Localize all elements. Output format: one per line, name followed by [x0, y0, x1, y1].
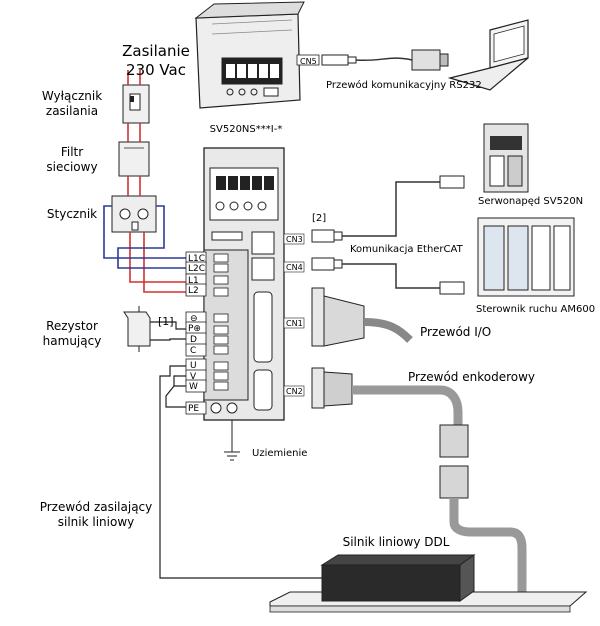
motion-controller-image	[477, 217, 575, 297]
encoder-cable-label: Przewód enkoderowy	[408, 370, 535, 384]
servo-label: Serwonapęd SV520N	[478, 196, 583, 207]
cn5-rs232-cable	[296, 49, 449, 71]
cn3-label: CN3	[286, 235, 303, 244]
laptop	[447, 19, 529, 91]
power-title-2: 230 Vac	[126, 61, 186, 79]
control-wires-blue	[103, 205, 186, 269]
cn2-label: CN2	[286, 387, 303, 396]
motor-label: Silnik liniowy DDL	[343, 535, 450, 549]
filter-label-1: Filtr	[61, 145, 83, 159]
line-filter	[118, 141, 150, 177]
terminal-p: P⊕	[188, 324, 201, 334]
motor-cable-label-2: silnik liniowy	[58, 515, 135, 529]
terminal-minus: ⊖	[190, 314, 198, 324]
servo-drive-image	[483, 123, 529, 193]
terminal-l2c: L2C	[188, 264, 205, 274]
breaker-label-2: zasilania	[46, 104, 98, 118]
contactor-label: Stycznik	[47, 207, 97, 221]
terminal-c: C	[190, 346, 196, 356]
terminal-boxes	[185, 251, 207, 415]
io-cable-label: Przewód I/O	[420, 325, 491, 339]
power-title-1: Zasilanie	[122, 42, 190, 60]
terminal-d: D	[190, 335, 197, 345]
cn4-label: CN4	[286, 263, 303, 272]
top-drive-unit	[194, 1, 305, 109]
ethercat-label: Komunikacja EtherCAT	[350, 244, 464, 255]
note-1: [1]	[158, 315, 174, 328]
terminal-w: W	[189, 382, 198, 392]
resistor-label-2: hamujący	[43, 334, 102, 348]
terminal-l1: L1	[188, 276, 199, 286]
grounding-label: Uziemienie	[252, 448, 307, 459]
terminal-v: V	[190, 372, 197, 382]
controller-label: Sterownik ruchu AM600	[476, 304, 595, 315]
resistor-label-1: Rezystor	[46, 319, 98, 333]
motor-power-cable	[159, 365, 322, 579]
cn1-label: CN1	[286, 319, 303, 328]
contactor-device	[111, 195, 157, 233]
terminal-pe: PE	[188, 404, 199, 414]
terminal-l1c: L1C	[188, 254, 205, 264]
ethercat-cables	[311, 175, 465, 295]
drive-model-label: SV520NS***I-*	[210, 124, 283, 135]
braking-resistor	[123, 306, 186, 352]
motor-cable-label-1: Przewód zasilający	[40, 500, 153, 514]
main-drive	[203, 147, 285, 421]
encoder-cable	[311, 367, 527, 600]
terminal-l2: L2	[188, 286, 199, 296]
note-2: [2]	[312, 213, 326, 224]
breaker	[122, 84, 150, 124]
rs232-cable-label: Przewód komunikacyjny RS232	[326, 79, 482, 91]
ground-symbol	[224, 420, 240, 461]
cn5-label: CN5	[300, 57, 317, 66]
breaker-label-1: Wyłącznik	[42, 89, 102, 103]
io-cable	[311, 287, 413, 347]
filter-label-2: sieciowy	[46, 160, 97, 174]
linear-motor	[269, 554, 588, 613]
terminal-u: U	[190, 361, 197, 371]
